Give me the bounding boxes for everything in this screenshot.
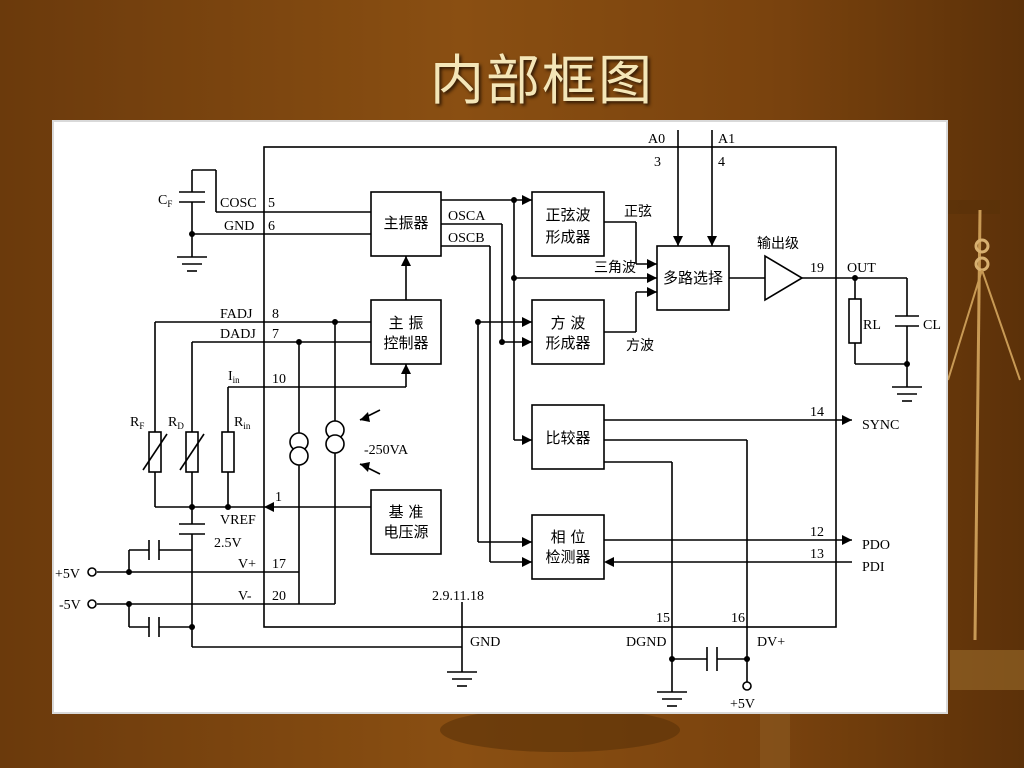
load-resistor [848, 298, 862, 344]
current-label: -250VA [364, 443, 409, 458]
pin-5: 5 [268, 196, 275, 211]
vref-value-label: 2.5V [214, 536, 242, 551]
main-oscillator-label: 主振器 [383, 214, 428, 232]
fadj-label: FADJ [220, 307, 253, 322]
pin-10: 10 [272, 372, 286, 387]
pin-20: 20 [272, 589, 286, 604]
pin-1: 1 [275, 490, 282, 505]
dgnd-label: DGND [626, 635, 666, 650]
pin-13: 13 [810, 547, 824, 562]
rin-label: Rin [234, 415, 251, 431]
comparator-label: 比较器 [545, 429, 590, 447]
sine-shaper-block [531, 191, 605, 257]
pin-16: 16 [731, 611, 745, 626]
sine-label-2: 形成器 [545, 228, 590, 246]
output-buffer [764, 254, 804, 302]
pin-12: 12 [810, 525, 824, 540]
ref-label-1: 基 准 [389, 503, 424, 521]
iin-label: Iin [228, 369, 240, 385]
output-stage-label: 输出级 [757, 236, 799, 252]
osca-label: OSCA [448, 209, 486, 224]
triangle-wave-label: 三角波 [594, 260, 636, 276]
pin-15: 15 [656, 611, 670, 626]
diagram-svg: 主振器 主 振 控制器 正弦波 形成器 方 波 形成器 多路选择 比较器 相 位… [55, 130, 941, 712]
pin-4: 4 [718, 155, 725, 170]
square-shaper-block [531, 299, 605, 365]
cf-label: CF [158, 193, 172, 209]
rin-resistor [221, 431, 235, 473]
square-label-2: 形成器 [545, 334, 590, 352]
phase-detector-block [531, 514, 605, 580]
gnd-pins-label: 2.9.11.18 [432, 589, 484, 604]
comparator-block [531, 404, 605, 470]
vplus-label: V+ [238, 557, 256, 572]
sync-label: SYNC [862, 418, 899, 433]
block-diagram: 主振器 主 振 控制器 正弦波 形成器 方 波 形成器 多路选择 比较器 相 位… [52, 120, 948, 714]
phase-label-1: 相 位 [551, 528, 586, 546]
minus5-label: -5V [59, 598, 81, 613]
pin-14: 14 [810, 405, 824, 420]
square-label-1: 方 波 [551, 314, 586, 332]
phase-label-2: 检测器 [545, 548, 590, 566]
pin-3: 3 [654, 155, 661, 170]
pdo-label: PDO [862, 538, 890, 553]
pin-17: 17 [272, 557, 286, 572]
slide-title: 内部框图 [430, 49, 654, 112]
plus5-bottom-label: +5V [730, 697, 755, 712]
a0-label: A0 [648, 132, 665, 147]
ref-label-2: 电压源 [383, 523, 428, 541]
out-label: OUT [847, 261, 876, 276]
pin-8: 8 [272, 307, 279, 322]
dvplus-label: DV+ [757, 635, 785, 650]
sine-wave-label: 正弦 [624, 204, 652, 220]
main-ctrl-label-1: 主 振 [389, 314, 424, 332]
rf-label: RF [130, 415, 144, 431]
main-osc-controller-block [370, 299, 442, 365]
main-ctrl-label-2: 控制器 [383, 334, 428, 352]
plus5-label: +5V [55, 567, 80, 582]
oscb-label: OSCB [448, 231, 485, 246]
pin-7: 7 [272, 327, 279, 342]
gnd-bottom-label: GND [470, 635, 500, 650]
vminus-label: V- [238, 589, 252, 604]
square-wave-label: 方波 [626, 338, 654, 354]
gnd-left-label: GND [224, 219, 254, 234]
dadj-label: DADJ [220, 327, 256, 342]
vref-label: VREF [220, 513, 256, 528]
pin-19: 19 [810, 261, 824, 276]
rd-label: RD [168, 415, 184, 431]
pdi-label: PDI [862, 560, 885, 575]
mux-label: 多路选择 [663, 269, 723, 287]
cosc-label: COSC [220, 196, 257, 211]
reference-block [370, 489, 442, 555]
sine-label-1: 正弦波 [545, 206, 590, 224]
cl-label: CL [923, 318, 941, 333]
rl-label: RL [863, 318, 881, 333]
a1-label: A1 [718, 132, 735, 147]
pin-6: 6 [268, 219, 275, 234]
